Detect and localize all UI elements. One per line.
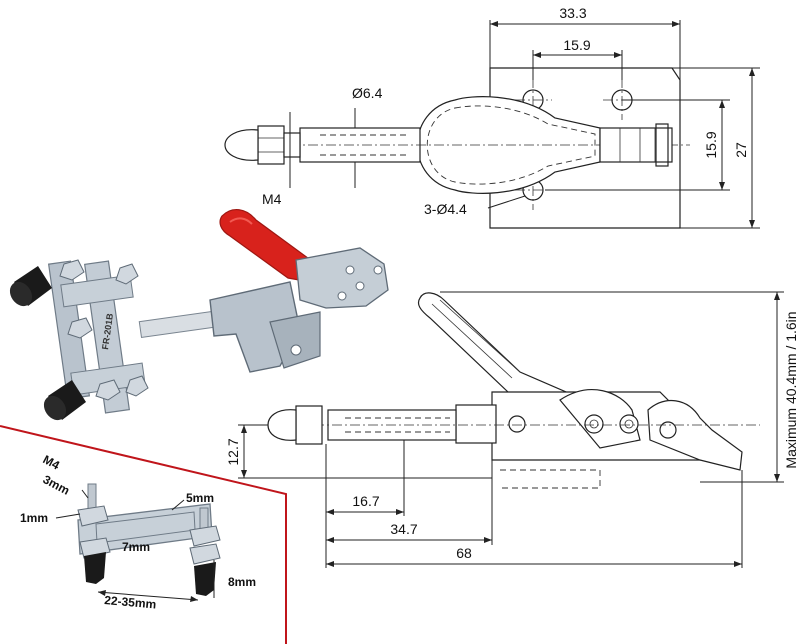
dim-hole-spacing-x: 15.9 bbox=[563, 37, 590, 53]
dim-overall-length: 68 bbox=[456, 545, 472, 561]
accessory-bumper-right bbox=[194, 562, 216, 596]
dim-stroke-length: 16.7 bbox=[352, 493, 379, 509]
side-view-drawing: 12.7 16.7 34.7 68 Maximum 40.4mm / 1.6in bbox=[225, 291, 799, 568]
photo-body bbox=[209, 281, 301, 373]
dim-max-height: Maximum 40.4mm / 1.6in bbox=[783, 311, 799, 468]
side-guide-block bbox=[455, 404, 497, 444]
photo-plunger bbox=[138, 309, 222, 339]
spindle-nut bbox=[257, 125, 285, 165]
dim-spindle-height: 12.7 bbox=[225, 438, 241, 465]
pivot-3 bbox=[619, 414, 639, 434]
accessory-thread: M4 bbox=[41, 452, 63, 472]
pivot-1 bbox=[508, 415, 526, 433]
pivot-4 bbox=[659, 421, 677, 439]
side-spindle-nut bbox=[295, 405, 323, 445]
dim-base-height: 27 bbox=[733, 142, 749, 158]
dim-hole-spacing-y: 15.9 bbox=[703, 131, 719, 158]
accessory-thread-length: 3mm bbox=[41, 472, 72, 498]
rubber-cap bbox=[224, 129, 259, 161]
dim-shaft-diameter: Ø6.4 bbox=[352, 85, 383, 101]
accessory-washer: 1mm bbox=[20, 511, 48, 525]
rear-linkage bbox=[599, 127, 673, 163]
accessory-bumper-height: 8mm bbox=[228, 575, 256, 589]
accessory-bumper-left bbox=[84, 552, 106, 584]
side-rubber-cap bbox=[267, 409, 297, 441]
dim-mount-holes: 3-Ø4.4 bbox=[424, 201, 467, 217]
accessory-bar-thickness: 5mm bbox=[186, 491, 214, 505]
inset-border bbox=[0, 425, 287, 644]
dim-width-overall: 33.3 bbox=[559, 5, 586, 21]
clamp-photo: FR-201B bbox=[9, 209, 389, 421]
pivot-2 bbox=[584, 414, 604, 434]
top-view-drawing: 33.3 15.9 15.9 27 Ø6.4 M4 3-Ø4.4 bbox=[224, 5, 760, 229]
accessory-adjust-range: 22-35mm bbox=[104, 593, 157, 611]
photo-linkage bbox=[295, 247, 389, 309]
dim-base-offset: 34.7 bbox=[390, 521, 417, 537]
dim-thread: M4 bbox=[262, 191, 282, 207]
accessory-inset: M4 3mm 1mm 5mm 7mm 8mm 22-35mm bbox=[0, 425, 287, 644]
accessory-slot-width: 7mm bbox=[122, 540, 150, 554]
accessory-bolt-right bbox=[199, 507, 209, 531]
side-rear-arm bbox=[647, 399, 743, 471]
